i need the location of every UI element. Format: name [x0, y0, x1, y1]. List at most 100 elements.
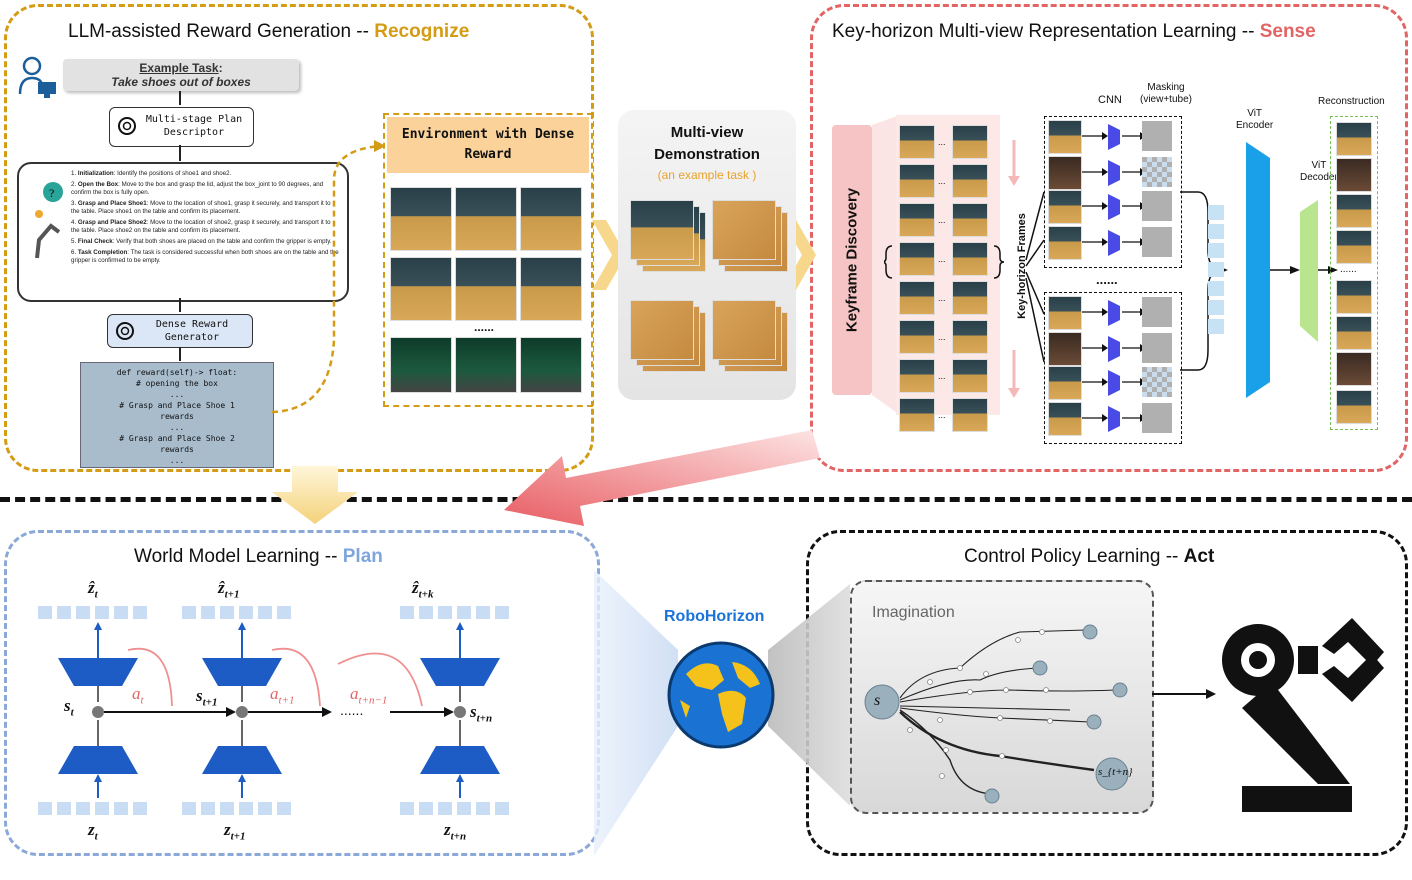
- robohorizon-label: RoboHorizon: [664, 608, 765, 625]
- state-node: [236, 706, 248, 718]
- environment-dots: ......: [474, 320, 495, 334]
- reconstruction-frame: [1336, 280, 1372, 314]
- globe-icon: [666, 640, 776, 755]
- top-token: [419, 606, 433, 619]
- svg-text:?: ?: [49, 186, 54, 200]
- cnn-input-frame: [1048, 366, 1082, 400]
- action-label: at+1: [270, 684, 295, 707]
- openai-logo-icon: [114, 320, 136, 347]
- masked-patch: [1142, 367, 1172, 397]
- state-label: st+1: [196, 686, 218, 709]
- keyframe-frame: [899, 281, 935, 315]
- keyframe-frame: [952, 359, 988, 393]
- act-title: Control Policy Learning -- Act: [964, 546, 1215, 567]
- frame-dots: ...: [938, 215, 946, 225]
- top-token: [38, 606, 52, 619]
- arrow-line: [179, 91, 181, 105]
- top-token: [457, 606, 471, 619]
- arrow-line: [179, 347, 181, 361]
- reconstruction-label: Reconstruction: [1318, 96, 1385, 107]
- encoder-block: [420, 746, 500, 774]
- top-token: [201, 606, 215, 619]
- environment-frame: [520, 337, 582, 393]
- reconstruction-frame: [1336, 158, 1372, 192]
- encoder-block: [58, 746, 138, 774]
- sense-panel: [810, 4, 1408, 472]
- flow-arrow: [782, 220, 816, 290]
- latent-token: [1208, 319, 1224, 334]
- top-token: [220, 606, 234, 619]
- cnn-input-frame: [1048, 332, 1082, 366]
- environment-frame: [390, 257, 452, 321]
- frame-dots: ...: [938, 176, 946, 186]
- state-node: [92, 706, 104, 718]
- cnn-block: [1082, 124, 1146, 150]
- fanout-arrows: [1025, 191, 1045, 363]
- masked-patch: [1142, 121, 1172, 151]
- keyframe-frame: [952, 398, 988, 432]
- top-token: [476, 606, 490, 619]
- rollout-path: [899, 705, 1071, 711]
- environment-frame: [520, 187, 582, 251]
- keyframe-frame: [952, 203, 988, 237]
- keyframe-frame: [899, 242, 935, 276]
- rollout-node: [1015, 637, 1021, 643]
- encode-arrowhead: [238, 774, 246, 782]
- rollout-node: [957, 665, 963, 671]
- reconstruction-frame: [1336, 316, 1372, 350]
- top-token: [239, 606, 253, 619]
- environment-frame: [455, 337, 517, 393]
- state-node: [454, 706, 466, 718]
- keyframe-frame: [952, 320, 988, 354]
- transition-arrowhead: [226, 707, 236, 717]
- bottom-token: [76, 802, 90, 815]
- frame-dots: ...: [938, 293, 946, 303]
- top-token: [258, 606, 272, 619]
- multiview-frame: [712, 200, 776, 260]
- action-label: at+n−1: [350, 684, 388, 707]
- rollout-node: [943, 747, 949, 753]
- cnn-input-frame: [1048, 120, 1082, 154]
- decoder-block: [420, 658, 500, 686]
- keyframe-frame: [899, 320, 935, 354]
- bottom-token: [38, 802, 52, 815]
- reconstruction-frame: [1336, 390, 1372, 424]
- plan-title: World Model Learning -- Plan: [134, 546, 383, 567]
- recognize-title: LLM-assisted Reward Generation -- Recogn…: [68, 21, 470, 42]
- frame-dots: ...: [938, 137, 946, 147]
- cnn-input-frame: [1048, 402, 1082, 436]
- bottom-token: [57, 802, 71, 815]
- masked-patch: [1142, 297, 1172, 327]
- top-token: [277, 606, 291, 619]
- cnn-input-frame: [1048, 296, 1082, 330]
- plan-steps-box: ? 1. Initialization: Identify the positi…: [17, 162, 349, 302]
- decode-arrowhead: [94, 622, 102, 630]
- top-token: [95, 606, 109, 619]
- leaf-state-node: [1086, 714, 1102, 730]
- down-arrows: [1008, 140, 1020, 398]
- key-horizon-bracket: [884, 245, 1004, 279]
- rollout-path: [899, 667, 1039, 701]
- state-label: st+n: [470, 702, 493, 725]
- top-latent-label: ẑt: [88, 578, 98, 601]
- rollout-path: [899, 709, 993, 795]
- cnn-block: [1082, 370, 1146, 396]
- cnn-mask-group-bottom: [1044, 292, 1182, 444]
- latent-token: [1208, 205, 1224, 220]
- rollout-node: [1043, 687, 1049, 693]
- rollout-node: [1047, 718, 1053, 724]
- top-token: [57, 606, 71, 619]
- top-token: [76, 606, 90, 619]
- environment-frame: [390, 337, 452, 393]
- bottom-token: [239, 802, 253, 815]
- decode-arrowhead: [456, 622, 464, 630]
- masking-label: Masking(view+tube): [1140, 82, 1192, 105]
- rollout-node: [907, 727, 913, 733]
- keyframe-frame: [899, 203, 935, 237]
- arrow-line: [179, 145, 181, 161]
- rollout-path: [899, 689, 1117, 703]
- rollout-node: [1039, 629, 1045, 635]
- rollout-path: [899, 629, 1087, 699]
